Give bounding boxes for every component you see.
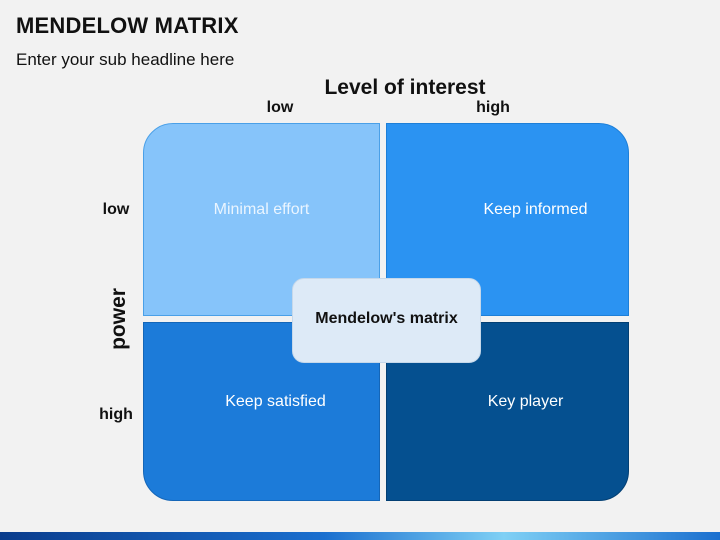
x-axis-title: Level of interest bbox=[324, 76, 486, 99]
y-axis-low-label: low bbox=[102, 201, 130, 218]
quadrant-key-player-label: Key player bbox=[487, 393, 564, 410]
quadrant-minimal-effort: Minimal effort bbox=[143, 123, 380, 316]
quadrant-keep-satisfied-label: Keep satisfied bbox=[225, 393, 326, 410]
quadrant-keep-satisfied: Keep satisfied bbox=[143, 322, 380, 501]
center-label-box: Mendelow's matrix bbox=[292, 278, 481, 363]
y-axis-title: power bbox=[107, 288, 130, 350]
y-axis-high-label: high bbox=[99, 406, 133, 423]
decorative-bottom-bar bbox=[0, 532, 720, 540]
center-label: Mendelow's matrix bbox=[315, 310, 458, 327]
slide-subtitle: Enter your sub headline here bbox=[16, 50, 235, 69]
x-axis-low-label: low bbox=[266, 99, 294, 116]
quadrant-minimal-effort-label: Minimal effort bbox=[213, 201, 310, 218]
x-axis-high-label: high bbox=[476, 99, 510, 116]
slide-title: MENDELOW MATRIX bbox=[16, 13, 239, 38]
quadrant-keep-informed-label: Keep informed bbox=[483, 201, 588, 218]
